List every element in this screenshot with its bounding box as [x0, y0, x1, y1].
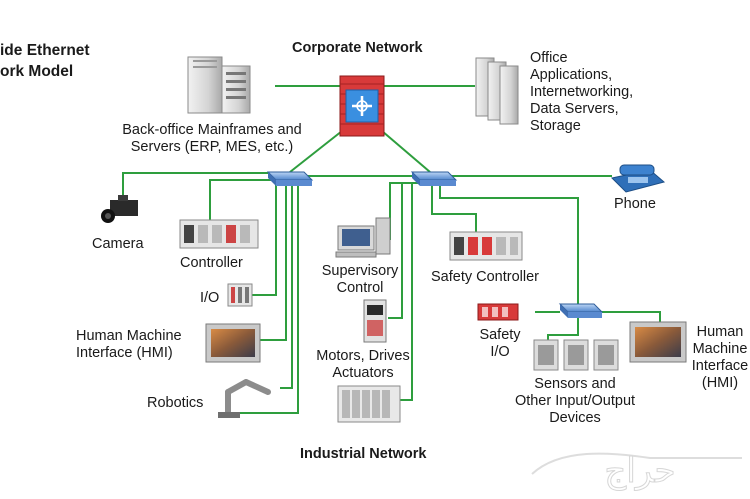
motor-drive-icon [363, 299, 387, 343]
storage-servers-icon [475, 57, 519, 125]
firewall-icon [339, 75, 385, 137]
link-controller [209, 179, 278, 222]
supervisory-pc-icon [335, 217, 391, 258]
safety-controller-label: Safety Controller [431, 269, 539, 285]
safety-io-icon [477, 303, 519, 321]
title-line-2: ork Model [0, 63, 74, 80]
office-apps-label: Office Applications, Internetworking, Da… [530, 50, 634, 134]
link-safety-controller [431, 183, 477, 232]
link-hmi-left [258, 182, 287, 341]
link-camera [122, 172, 272, 198]
camera-label: Camera [92, 236, 144, 252]
phone-label: Phone [614, 196, 656, 212]
hmi-right-label: Human Machine Interface (HMI) [691, 324, 749, 391]
link-sensor-switch [439, 183, 579, 306]
switch-icon-right [558, 303, 604, 318]
title-line-1: ide Ethernet [0, 42, 90, 59]
sensor-io-modules-icon [533, 339, 619, 371]
phone-icon [610, 164, 666, 193]
motors-label: Motors, Drives Actuators [316, 348, 410, 381]
link-firewall-right [381, 130, 431, 173]
io-label: I/O [200, 290, 220, 306]
diagram-title: ide Ethernet ork Model [0, 40, 90, 82]
io-module-icon [227, 283, 253, 307]
safety-controller-icon [449, 231, 523, 261]
sensors-label: Sensors and Other Input/Output Devices [514, 376, 636, 426]
safety-io-label: Safety I/O [479, 327, 521, 360]
mainframe-icon [187, 56, 251, 114]
camera-icon [101, 195, 138, 223]
watermark-text: حراج [604, 451, 675, 491]
corporate-network-label: Corporate Network [292, 40, 423, 56]
switch-icon-center [410, 171, 458, 186]
link-sensors [547, 318, 579, 342]
controller-icon [179, 219, 259, 249]
hmi-left-label: Human Machine Interface (HMI) [76, 328, 182, 361]
backoffice-label: Back-office Mainframes and Servers (ERP,… [122, 122, 302, 155]
hmi-left-icon [205, 323, 261, 363]
controller-label: Controller [180, 255, 243, 271]
robot-arm-icon [225, 379, 271, 415]
link-supervisory [389, 182, 422, 240]
network-links [122, 85, 661, 414]
robot-base [218, 412, 240, 418]
link-hmi-right [596, 311, 661, 322]
watermark-logo: حراج [528, 448, 742, 492]
industrial-network-label: Industrial Network [300, 446, 427, 462]
switch-icon-left [266, 171, 314, 186]
robotics-label: Robotics [147, 395, 204, 411]
supervisory-label: Supervisory Control [321, 263, 399, 296]
link-industrial-left [240, 182, 299, 414]
link-robotics [280, 182, 293, 389]
hmi-right-icon [629, 321, 687, 363]
link-motors [388, 182, 418, 319]
link-firewall-left [289, 130, 343, 173]
drive-rack-icon [337, 385, 401, 423]
